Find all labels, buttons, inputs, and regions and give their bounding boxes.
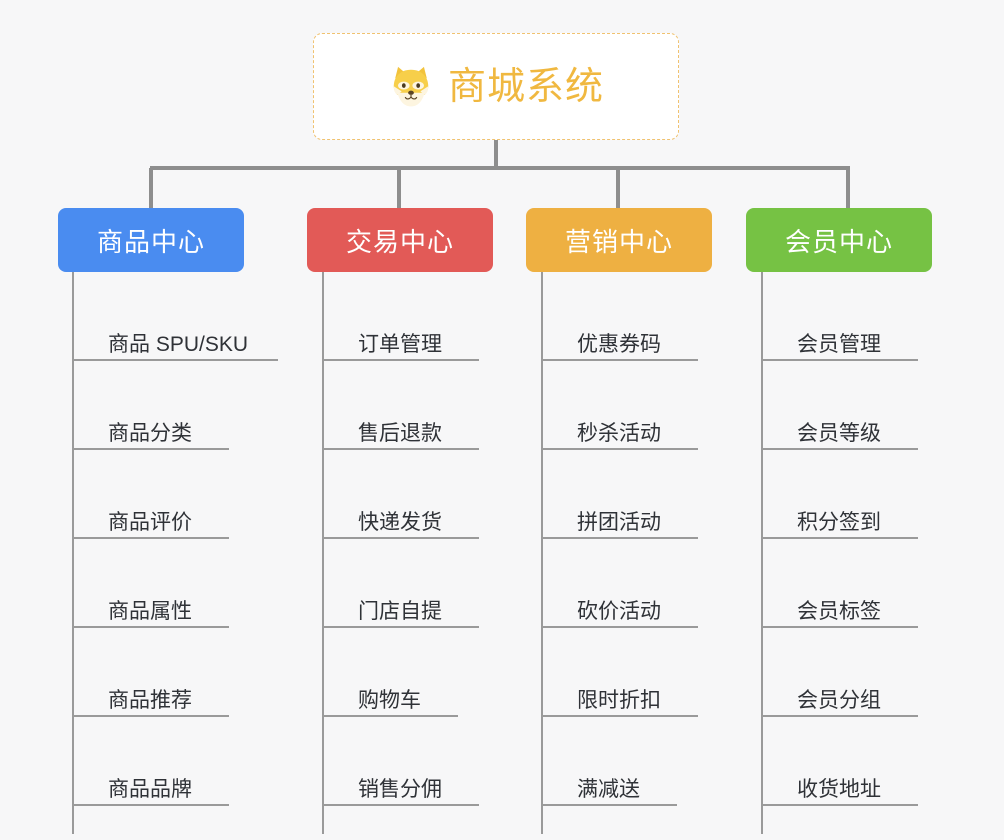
leaf-item-label: 商品评价 (108, 510, 192, 534)
leaf-item[interactable]: 砍价活动 (541, 539, 698, 628)
leaf-item[interactable]: 限时折扣 (541, 628, 698, 717)
category-box-member-center[interactable]: 会员中心 (746, 208, 932, 272)
leaf-item[interactable]: 购物车 (322, 628, 458, 717)
shiba-dog-emoji-icon (388, 64, 434, 110)
leaf-item[interactable]: 积分签到 (761, 450, 918, 539)
category-label: 交易中心 (345, 226, 454, 257)
leaf-spine (322, 272, 324, 834)
leaf-item-label: 会员等级 (797, 421, 881, 445)
connector-drop-category-1 (149, 168, 153, 210)
category-label: 营销中心 (564, 226, 673, 257)
leaf-item[interactable]: 优惠券码 (541, 272, 698, 361)
leaf-item[interactable]: 会员标签 (761, 539, 918, 628)
leaf-item-label: 商品分类 (108, 421, 192, 445)
leaf-item[interactable]: 商品评价 (72, 450, 229, 539)
leaf-item[interactable]: 商品属性 (72, 539, 229, 628)
leaf-item-label: 砍价活动 (577, 599, 661, 623)
connector-horizontal-bus (150, 166, 850, 170)
leaf-item[interactable]: 会员管理 (761, 272, 918, 361)
category-label: 会员中心 (784, 226, 893, 257)
leaf-item-label: 销售分佣 (358, 777, 442, 801)
leaf-item-label: 优惠券码 (577, 332, 661, 356)
leaf-spine (541, 272, 543, 834)
connector-root-stem (494, 140, 498, 168)
leaf-item-label: 会员标签 (797, 599, 881, 623)
category-box-trade-center[interactable]: 交易中心 (307, 208, 493, 272)
leaf-item-label: 商品推荐 (108, 688, 192, 712)
leaf-item[interactable]: 商品品牌 (72, 717, 229, 806)
category-label: 商品中心 (96, 226, 205, 257)
leaf-item-label: 会员分组 (797, 688, 881, 712)
leaf-spine (72, 272, 74, 834)
leaf-item[interactable]: 订单管理 (322, 272, 479, 361)
connector-drop-category-4 (846, 168, 850, 210)
root-node-title: 商城系统 (447, 65, 604, 108)
leaf-item[interactable]: 会员分组 (761, 628, 918, 717)
leaf-item-label: 门店自提 (358, 599, 442, 623)
leaf-item[interactable]: 售后退款 (322, 361, 479, 450)
leaf-item-label: 售后退款 (358, 421, 442, 445)
category-box-product-center[interactable]: 商品中心 (58, 208, 244, 272)
leaf-item-label: 限时折扣 (577, 688, 661, 712)
leaf-item-label: 收货地址 (797, 777, 881, 801)
leaf-item[interactable]: 销售分佣 (322, 717, 479, 806)
leaf-item-label: 订单管理 (358, 332, 442, 356)
leaf-item[interactable]: 门店自提 (322, 539, 479, 628)
leaf-item[interactable]: 会员等级 (761, 361, 918, 450)
connector-drop-category-3 (616, 168, 620, 210)
leaf-item-label: 拼团活动 (577, 510, 661, 534)
leaf-item-label: 商品属性 (108, 599, 192, 623)
leaf-item[interactable]: 商品分类 (72, 361, 229, 450)
leaf-item-label: 秒杀活动 (577, 421, 661, 445)
leaf-item-label: 满减送 (577, 777, 640, 801)
leaf-item-label: 商品 SPU/SKU (108, 332, 249, 356)
leaf-item[interactable]: 收货地址 (761, 717, 918, 806)
leaf-item-label: 积分签到 (797, 510, 881, 534)
leaf-item[interactable]: 商品 SPU/SKU (72, 272, 278, 361)
category-box-marketing-center[interactable]: 营销中心 (526, 208, 712, 272)
leaf-item-label: 会员管理 (797, 332, 881, 356)
leaf-spine (761, 272, 763, 834)
leaf-item-label: 购物车 (358, 688, 421, 712)
leaf-item[interactable]: 拼团活动 (541, 450, 698, 539)
leaf-item-label: 商品品牌 (108, 777, 192, 801)
root-node-mall-system[interactable]: 商城系统 (313, 33, 679, 140)
leaf-item[interactable]: 快递发货 (322, 450, 479, 539)
leaf-item[interactable]: 商品推荐 (72, 628, 229, 717)
leaf-item-label: 快递发货 (358, 510, 442, 534)
connector-drop-category-2 (397, 168, 401, 210)
leaf-item[interactable]: 秒杀活动 (541, 361, 698, 450)
leaf-item[interactable]: 满减送 (541, 717, 677, 806)
